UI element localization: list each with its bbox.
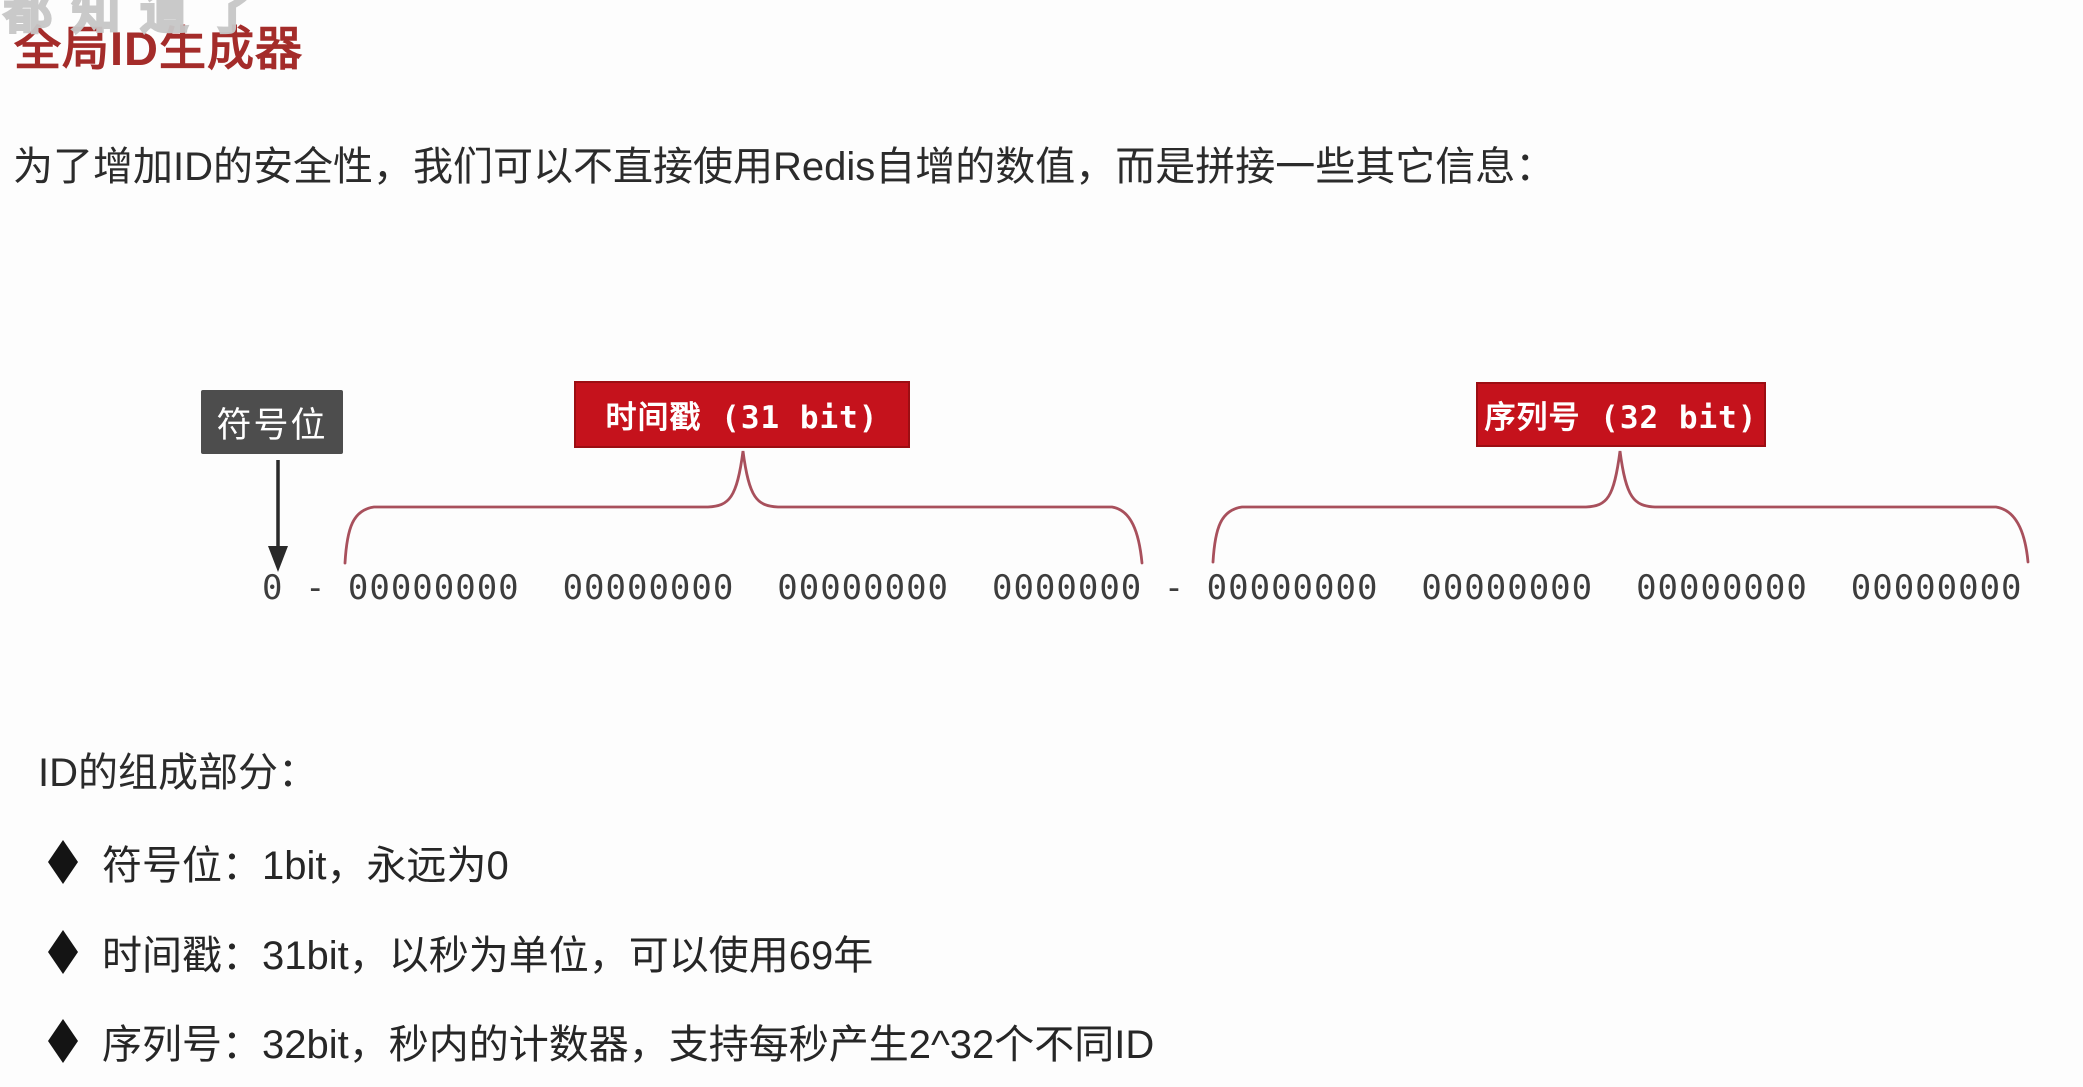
down-arrow-icon <box>268 460 288 572</box>
sign-bit-label: 符号位 <box>216 405 328 445</box>
list-item-sequence: 序列号：32bit，秒内的计数器，支持每秒产生2^32个不同ID <box>48 1012 1154 1070</box>
binary-bits-row: 0 - 00000000 00000000 00000000 0000000 -… <box>262 568 2023 608</box>
sign-bit-label-box: 符号位 <box>201 390 343 454</box>
diamond-bullet-icon <box>48 1019 78 1063</box>
diamond-bullet-icon <box>48 930 78 974</box>
intro-paragraph: 为了增加ID的安全性，我们可以不直接使用Redis自增的数值，而是拼接一些其它信… <box>13 145 1556 189</box>
list-item-sign-bit: 符号位：1bit，永远为0 <box>48 833 509 891</box>
sequence-brace <box>1211 450 2030 564</box>
list-item-text: 符号位：1bit，永远为0 <box>102 844 509 888</box>
list-item-timestamp: 时间戳：31bit，以秒为单位，可以使用69年 <box>48 923 873 981</box>
timestamp-label: 时间戳 (31 bit) <box>605 400 879 436</box>
diamond-bullet-icon <box>48 840 78 884</box>
timestamp-brace <box>343 450 1144 565</box>
watermark-text: 都知道了 <box>3 0 277 40</box>
sequence-label-box: 序列号 (32 bit) <box>1476 382 1766 447</box>
composition-heading: ID的组成部分： <box>38 751 318 795</box>
page-title: 全局ID生成器 <box>14 22 303 75</box>
sequence-label: 序列号 (32 bit) <box>1484 400 1758 436</box>
list-item-text: 序列号：32bit，秒内的计数器，支持每秒产生2^32个不同ID <box>102 1023 1155 1067</box>
timestamp-label-box: 时间戳 (31 bit) <box>574 381 910 448</box>
list-item-text: 时间戳：31bit，以秒为单位，可以使用69年 <box>102 934 874 978</box>
